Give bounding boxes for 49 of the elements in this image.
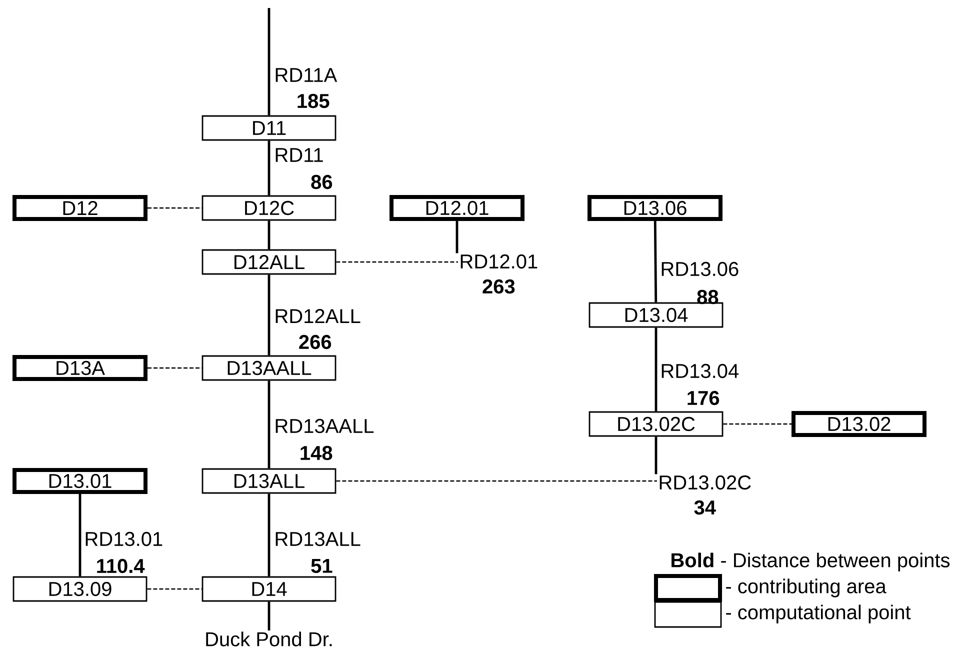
legend-text: - computational point: [726, 604, 911, 624]
computational-point-box: D13.09: [12, 576, 148, 602]
computational-point-box: D13ALL: [202, 468, 336, 494]
contributing-area-box: D12.01: [390, 195, 524, 221]
reach-label: RD12.01 263: [460, 254, 538, 294]
edge-label: RD13.01: [83, 530, 164, 548]
edge-label: RD11: [273, 147, 325, 163]
legend-text: - contributing area: [726, 578, 886, 598]
dashed-connector: [723, 423, 792, 425]
connector-line: [268, 220, 270, 250]
distance-label: 86: [311, 174, 332, 190]
edge-label: RD13AALL: [273, 418, 376, 434]
contributing-area-box: D13.01: [12, 468, 148, 494]
connector-line: [268, 8, 270, 116]
connector-line: [268, 140, 270, 196]
contributing-area-box: D13.02: [792, 411, 926, 437]
computational-point-box: D14: [202, 576, 336, 602]
legend-text: Bold - Distance between points: [672, 552, 950, 572]
contributing-area-box: D13A: [12, 355, 148, 381]
reach-label: RD13.02C 34: [660, 475, 751, 515]
distance-label: 110.4: [97, 558, 145, 574]
distance-label: 176: [688, 390, 720, 406]
dashed-connector: [148, 207, 202, 209]
computational-point-box: D12C: [202, 195, 336, 221]
edge-label: RD13ALL: [273, 530, 362, 548]
connector-line: [654, 221, 658, 302]
edge-label: RD12ALL: [273, 308, 362, 324]
computational-point-box: D13AALL: [202, 355, 336, 381]
connector-line: [654, 328, 658, 412]
edge-label: RD13.06: [659, 260, 740, 278]
contributing-area-box: D12: [12, 195, 148, 221]
dashed-connector: [336, 261, 458, 263]
computational-point-box: D11: [202, 115, 336, 141]
connector-line: [268, 380, 270, 468]
edge-label: RD11A: [273, 67, 338, 83]
computational-point-box: D12ALL: [202, 249, 336, 275]
connector-line: [268, 602, 270, 630]
dashed-connector: [148, 367, 202, 369]
edge-label: RD13.04: [659, 362, 740, 380]
connector-line: [78, 494, 82, 576]
dashed-connector: [336, 480, 657, 482]
connector-line: [268, 494, 270, 576]
connector-line: [654, 436, 658, 474]
connector-line: [456, 221, 458, 254]
street-label: Duck Pond Dr.: [206, 632, 332, 646]
dashed-connector: [147, 588, 202, 590]
contributing-area-box: D13.06: [588, 195, 722, 221]
connector-line: [268, 274, 270, 356]
computational-point-box: D13.02C: [588, 411, 724, 437]
